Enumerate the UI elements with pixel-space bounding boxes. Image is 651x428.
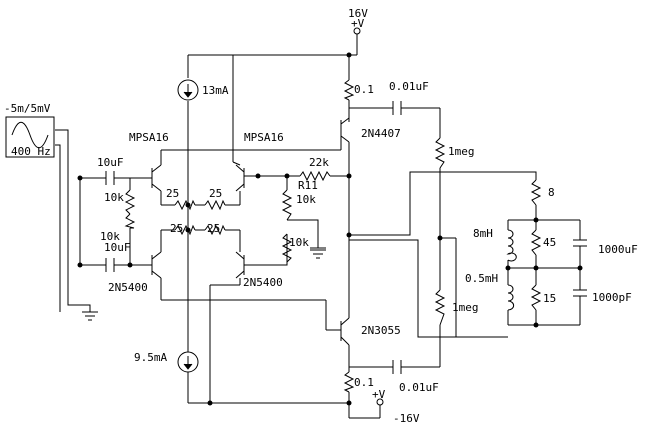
current-source-top: 13mA bbox=[177, 79, 229, 101]
svg-text:0.01uF: 0.01uF bbox=[389, 80, 429, 93]
transistor-2n4407: 2N4407 bbox=[340, 117, 401, 143]
svg-text:8mH: 8mH bbox=[473, 227, 493, 240]
resistor-bias-top: 10k bbox=[104, 189, 136, 215]
resistor-emitter-bottom-right: 25 bbox=[204, 222, 226, 236]
resistor-feedback-22k: 22k bbox=[299, 156, 331, 182]
resistor-shunt-10k: 10k bbox=[281, 233, 309, 263]
transistor-mpsa16-right: MPSA16 bbox=[235, 131, 284, 192]
svg-text:1000uF: 1000uF bbox=[598, 243, 638, 256]
svg-text:8: 8 bbox=[548, 186, 555, 199]
svg-text:10k: 10k bbox=[104, 191, 124, 204]
svg-text:1000pF: 1000pF bbox=[592, 291, 632, 304]
svg-text:2N4407: 2N4407 bbox=[361, 127, 401, 140]
positive-supply: 16V +V bbox=[348, 7, 368, 35]
svg-text:25: 25 bbox=[166, 187, 179, 200]
svg-text:0.1: 0.1 bbox=[354, 376, 374, 389]
svg-text:+V: +V bbox=[351, 17, 365, 30]
svg-text:16V: 16V bbox=[348, 7, 368, 20]
svg-text:25: 25 bbox=[209, 187, 222, 200]
svg-text:22k: 22k bbox=[309, 156, 329, 169]
resistor-sense-bottom: 0.1 bbox=[343, 371, 374, 393]
capacitor-network-upper: 1000uF bbox=[573, 239, 638, 256]
resistor-load-8: 8 bbox=[530, 179, 555, 206]
resistor-divider-bottom: 1meg bbox=[434, 289, 479, 326]
resistor-network-45: 45 bbox=[530, 229, 556, 256]
svg-text:25: 25 bbox=[170, 222, 183, 235]
ground-symbol bbox=[310, 249, 326, 259]
inductor-upper: 8mH bbox=[473, 227, 517, 262]
svg-text:1meg: 1meg bbox=[448, 145, 475, 158]
svg-text:2N5400: 2N5400 bbox=[243, 276, 283, 289]
svg-text:-16V: -16V bbox=[393, 412, 420, 425]
svg-text:2N5400: 2N5400 bbox=[108, 281, 148, 294]
negative-supply: +V -16V bbox=[372, 388, 420, 425]
svg-text:45: 45 bbox=[543, 236, 556, 249]
svg-text:-5m/5mV: -5m/5mV bbox=[4, 102, 51, 115]
resistor-bias-bottom: 10k bbox=[100, 213, 136, 243]
resistor-sense-top: 0.1 bbox=[343, 79, 374, 101]
resistor-r11: R11 10k bbox=[281, 179, 318, 221]
signal-source: -5m/5mV 400 Hz bbox=[4, 102, 55, 158]
svg-text:0.01uF: 0.01uF bbox=[399, 381, 439, 394]
wires bbox=[55, 33, 581, 419]
resistor-emitter-top-left: 25 bbox=[166, 187, 196, 211]
svg-text:15: 15 bbox=[543, 292, 556, 305]
svg-text:0.5mH: 0.5mH bbox=[465, 272, 498, 285]
capacitor-network-lower: 1000pF bbox=[573, 289, 632, 304]
capacitor-coupling-top: 0.01uF bbox=[389, 80, 429, 115]
capacitor-input-bottom: 10uF bbox=[104, 241, 131, 272]
svg-text:10k: 10k bbox=[296, 193, 316, 206]
resistor-emitter-bottom-left: 25 bbox=[170, 222, 196, 236]
svg-text:10k: 10k bbox=[100, 230, 120, 243]
resistor-network-15: 15 bbox=[530, 284, 556, 311]
svg-text:10uF: 10uF bbox=[104, 241, 131, 254]
current-source-bottom: 9.5mA bbox=[134, 351, 199, 373]
resistor-divider-top: 1meg bbox=[434, 137, 475, 169]
transistor-2n5400-left: 2N5400 bbox=[108, 251, 162, 294]
svg-text:25: 25 bbox=[207, 222, 220, 235]
resistor-emitter-top-right: 25 bbox=[204, 187, 226, 211]
svg-text:0.1: 0.1 bbox=[354, 83, 374, 96]
svg-text:MPSA16: MPSA16 bbox=[244, 131, 284, 144]
svg-text:2N3055: 2N3055 bbox=[361, 324, 401, 337]
svg-text:10k: 10k bbox=[289, 236, 309, 249]
capacitor-coupling-bottom: 0.01uF bbox=[392, 360, 439, 394]
svg-text:9.5mA: 9.5mA bbox=[134, 351, 167, 364]
svg-text:400 Hz: 400 Hz bbox=[11, 145, 51, 158]
capacitor-input-top: 10uF bbox=[97, 156, 124, 185]
transistor-2n5400-right: 2N5400 bbox=[235, 251, 283, 289]
svg-text:R11: R11 bbox=[298, 179, 318, 192]
svg-text:1meg: 1meg bbox=[452, 301, 479, 314]
svg-text:10uF: 10uF bbox=[97, 156, 124, 169]
svg-text:13mA: 13mA bbox=[202, 84, 229, 97]
svg-text:+V: +V bbox=[372, 388, 386, 401]
transistor-2n3055: 2N3055 bbox=[334, 317, 401, 346]
svg-text:MPSA16: MPSA16 bbox=[129, 131, 169, 144]
ground-symbol bbox=[82, 311, 98, 321]
transistor-mpsa16-left: MPSA16 bbox=[129, 131, 169, 192]
inductor-lower: 0.5mH bbox=[465, 272, 515, 311]
